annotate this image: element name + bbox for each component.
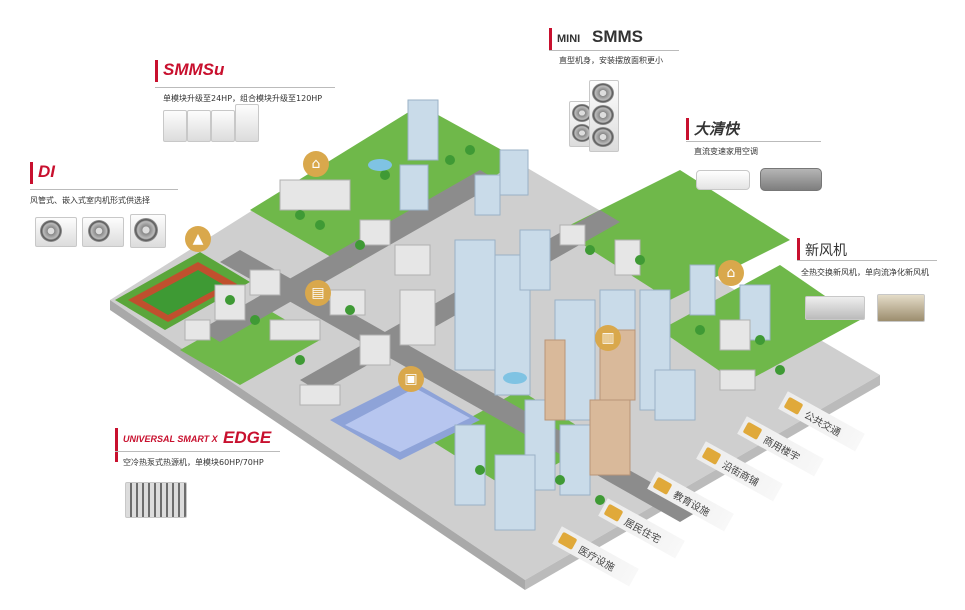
product-di[interactable]: DI 风管式、嵌入式室内机形式供选择 xyxy=(30,162,180,250)
accent-bar xyxy=(30,162,33,184)
product-title-small: MINI xyxy=(557,33,581,45)
school-icon xyxy=(652,476,673,495)
fan-icon xyxy=(592,83,614,103)
divider xyxy=(155,87,335,88)
pond xyxy=(368,159,392,171)
heat-pump-unit-image xyxy=(125,482,187,518)
product-desc: 直型机身，安装摆放面积更小 xyxy=(559,56,663,65)
product-desc: 全热交换新风机，单向流净化新风机 xyxy=(801,268,929,277)
product-desc: 空冷热泵式热源机，单模块60HP/70HP xyxy=(123,458,264,467)
accent-bar xyxy=(115,428,118,462)
skyscrapers xyxy=(399,99,771,531)
product-fresh-air[interactable]: 新风机 全热交换新风机，单向流净化新风机 xyxy=(797,238,947,328)
product-title-small: UNIVERSAL SMART X xyxy=(123,434,218,444)
accent-bar xyxy=(686,118,689,140)
city-base-side-right xyxy=(525,375,880,590)
fresh-air-unit-image xyxy=(877,294,925,322)
product-mini-smms[interactable]: MINI SMMS 直型机身，安装摆放面积更小 xyxy=(549,27,684,153)
fresh-air-unit-image xyxy=(805,296,865,320)
product-title-big: SMMS xyxy=(592,27,643,46)
shop-icon xyxy=(701,446,722,465)
fan-icon xyxy=(134,218,158,242)
fan-icon xyxy=(572,124,592,142)
accent-bar xyxy=(549,28,552,50)
city-base-side xyxy=(110,300,525,590)
divider xyxy=(30,189,178,190)
hospital-icon xyxy=(557,531,578,550)
brown-buildings xyxy=(544,329,636,476)
fan-icon xyxy=(592,105,614,125)
fan-icon xyxy=(88,220,110,242)
bus-icon xyxy=(783,396,804,415)
product-title: 新风机 xyxy=(805,242,847,258)
train-icon[interactable]: ▣ xyxy=(398,366,424,392)
accent-bar xyxy=(155,60,158,82)
product-title: DI xyxy=(38,162,55,181)
product-edge[interactable]: UNIVERSAL SMART X EDGE 空冷热泵式热源机，单模块60HP/… xyxy=(115,428,285,523)
product-title: SMMSu xyxy=(163,60,225,79)
product-desc: 风管式、嵌入式室内机形式供选择 xyxy=(30,196,150,205)
school-building-icon[interactable]: ▲ xyxy=(185,226,211,252)
office-building-icon xyxy=(742,421,763,440)
product-desc: 直流变速家用空调 xyxy=(694,147,758,156)
product-daqingkuai[interactable]: 大清快 直流变速家用空调 xyxy=(686,118,826,198)
outdoor-unit-image xyxy=(211,110,235,142)
divider xyxy=(797,260,937,261)
low-buildings xyxy=(184,179,756,406)
product-title: 大清快 xyxy=(694,121,740,138)
road xyxy=(200,170,500,342)
product-title-big: EDGE xyxy=(223,428,272,447)
train-station-roof xyxy=(345,388,470,452)
home-icon[interactable]: ⌂ xyxy=(718,260,744,286)
football-pitch xyxy=(142,270,224,315)
divider xyxy=(686,141,821,142)
office-building-icon[interactable]: ▥ xyxy=(595,325,621,351)
trees xyxy=(225,145,785,505)
outdoor-unit-image xyxy=(235,104,259,142)
indoor-unit-grey-image xyxy=(760,168,822,191)
outdoor-unit-image xyxy=(163,110,187,142)
outdoor-unit-image xyxy=(187,110,211,142)
accent-bar xyxy=(797,238,800,260)
divider xyxy=(549,50,679,51)
house-icon xyxy=(603,503,624,522)
product-desc: 单模块升级至24HP，组合模块升级至120HP xyxy=(163,94,323,103)
government-building-icon[interactable]: ⌂ xyxy=(303,151,329,177)
shop-icon[interactable]: ▤ xyxy=(305,280,331,306)
divider xyxy=(115,451,280,452)
pond xyxy=(503,372,527,384)
fan-icon xyxy=(40,220,62,242)
fan-icon xyxy=(572,104,592,122)
product-smmsu[interactable]: SMMSu 单模块升级至24HP，组合模块升级至120HP xyxy=(155,60,340,150)
indoor-unit-white-image xyxy=(696,170,750,190)
fan-icon xyxy=(592,127,614,147)
